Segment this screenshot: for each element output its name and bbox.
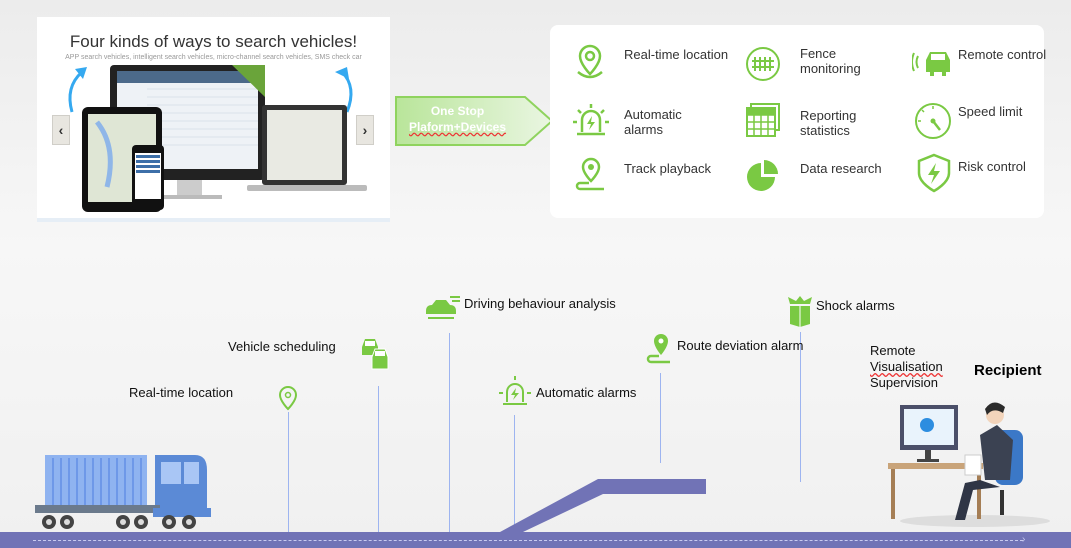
features-card — [550, 25, 1044, 218]
promo-image-panel: Four kinds of ways to search vehicles! A… — [37, 17, 390, 222]
banner-line-2: Plaform+Devices — [408, 120, 507, 134]
track-route-icon — [575, 157, 604, 191]
banner-text: One Stop Plaform+Devices — [395, 103, 520, 135]
truck-illustration — [35, 455, 211, 529]
promo-title: Four kinds of ways to search vehicles! — [69, 32, 358, 51]
speedometer-icon — [915, 103, 951, 139]
feature-track-playback: Track playback — [624, 161, 711, 176]
timeline-connector — [660, 373, 661, 463]
vehicle-scheduling-icon — [362, 339, 389, 370]
timeline-connector — [800, 332, 801, 482]
car-remote-icon — [912, 52, 950, 76]
ramp-road — [500, 479, 706, 532]
carousel-prev-button[interactable]: ‹ — [52, 115, 70, 145]
timeline-driving-behaviour: Driving behaviour analysis — [464, 296, 616, 311]
timeline-connector — [378, 386, 379, 532]
driving-car-icon — [426, 296, 460, 319]
driving-behaviour-label: Driving behaviour analysis — [464, 296, 616, 311]
feature-speed-limit: Speed limit — [958, 104, 1023, 119]
promo-subtitle: APP search vehicles, intelligent search … — [65, 54, 362, 61]
feature-automatic-alarms: Automatic alarms — [624, 107, 682, 137]
road-arrow-icon: › — [1022, 534, 1026, 545]
timeline-vehicle-scheduling: Vehicle scheduling — [228, 339, 336, 354]
alarm-siren-icon — [573, 104, 609, 136]
feature-risk-control: Risk control — [958, 159, 1026, 174]
carousel-next-button[interactable]: › — [356, 115, 374, 145]
timeline-shock-alarms: Shock alarms — [816, 298, 895, 313]
alarm-siren-icon — [499, 376, 531, 405]
shock-box-icon — [788, 296, 812, 327]
location-pin-icon — [577, 44, 603, 79]
timeline-connector — [514, 415, 515, 532]
fence-icon — [746, 47, 780, 81]
remote-supervision-labels: Remote Visualisation Supervision — [870, 343, 943, 391]
timeline-connector — [449, 333, 450, 532]
location-pin-icon — [278, 385, 298, 411]
banner-line-1: One Stop — [430, 104, 485, 118]
feature-data-research: Data research — [800, 161, 882, 176]
route-pin-icon — [646, 334, 670, 364]
feature-reporting-statistics: Reporting statistics — [800, 108, 857, 138]
visualisation-label: Visualisation — [870, 359, 943, 374]
devices-illustration — [68, 65, 367, 212]
remote-label: Remote — [870, 343, 916, 358]
timeline-route-deviation: Route deviation alarm — [677, 338, 804, 353]
feature-fence-monitoring: Fence monitoring — [800, 46, 861, 76]
road-dashed-line — [33, 540, 1023, 541]
recipient-label: Recipient — [974, 362, 1042, 379]
supervision-label: Supervision — [870, 375, 938, 390]
one-stop-arrow-banner — [395, 96, 554, 146]
feature-remote-control: Remote control — [958, 47, 1047, 62]
pie-chart-icon — [747, 160, 778, 191]
timeline-automatic-alarms: Automatic alarms — [536, 385, 637, 400]
recipient-illustration — [888, 402, 1050, 527]
timeline-real-time-location: Real-time location — [129, 385, 234, 400]
feature-real-time-location: Real-time location — [624, 47, 729, 62]
report-table-icon — [746, 103, 780, 137]
timeline-connector — [288, 412, 289, 532]
shield-bolt-icon — [917, 153, 951, 193]
